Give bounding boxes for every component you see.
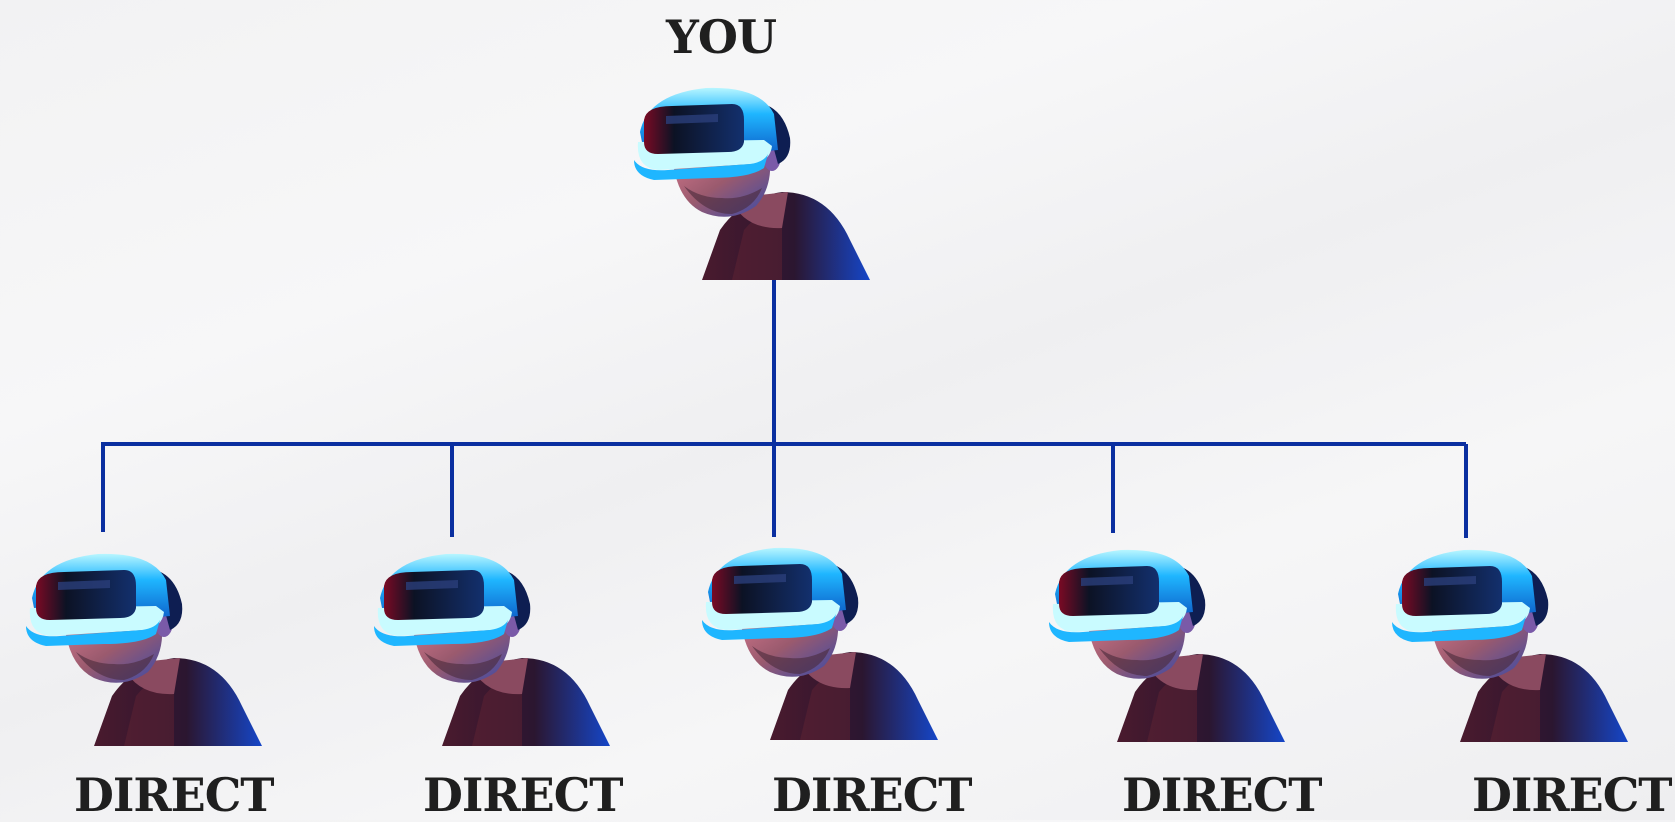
- child-label-5: DIRECT: [1472, 768, 1673, 822]
- child-vr-person-icon-2: [374, 553, 610, 746]
- child-label-2: DIRECT: [423, 768, 624, 822]
- child-vr-person-icon-3: [702, 547, 938, 740]
- child-label-3: DIRECT: [772, 768, 973, 822]
- child-label-1: DIRECT: [74, 768, 275, 822]
- child-vr-person-icon-5: [1392, 549, 1628, 742]
- connector-group: [101, 280, 1468, 538]
- root-label: YOU: [666, 10, 777, 64]
- child-vr-person-icon-4: [1049, 549, 1285, 742]
- child-label-4: DIRECT: [1122, 768, 1323, 822]
- child-vr-person-icon-1: [26, 553, 262, 746]
